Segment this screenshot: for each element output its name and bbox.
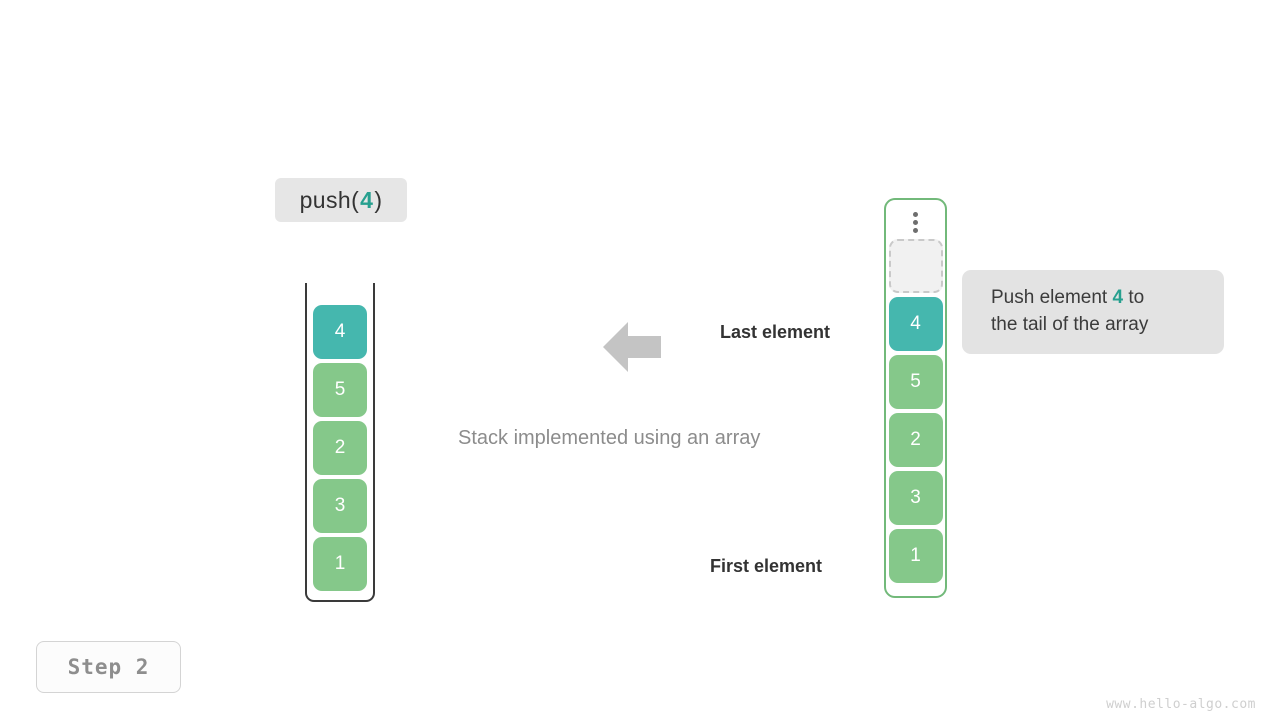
- stack-cells-left: 4 5 2 3 1: [305, 283, 375, 602]
- annotation-line-2: the tail of the array: [991, 314, 1149, 335]
- diagram-caption: Stack implemented using an array: [458, 427, 761, 449]
- array-cell: 5: [888, 355, 943, 409]
- last-element-label: Last element: [720, 322, 831, 342]
- operation-label: push(4): [275, 178, 407, 222]
- vertical-ellipsis-icon: [913, 212, 918, 233]
- array-container-right: 4 5 2 3 1: [884, 198, 947, 598]
- step-badge: Step 2: [36, 641, 181, 693]
- array-cell: 2: [888, 413, 943, 467]
- operation-suffix: ): [374, 186, 383, 213]
- operation-prefix: push(: [299, 186, 360, 213]
- stack-cell: 4: [313, 305, 367, 359]
- stack-container-left: 4 5 2 3 1: [305, 283, 375, 602]
- array-cell: 1: [888, 529, 943, 583]
- annotation-callout: Push element 4 to the tail of the array: [962, 270, 1224, 354]
- annotation-value: 4: [1112, 287, 1124, 308]
- left-arrow-icon: [603, 322, 661, 372]
- stack-cell: 1: [313, 537, 367, 591]
- stack-cell: 2: [313, 421, 367, 475]
- operation-value: 4: [360, 186, 374, 213]
- stack-cell: 5: [313, 363, 367, 417]
- array-cell-empty: [888, 239, 943, 293]
- stack-frame: [305, 283, 375, 602]
- stack-cell: 3: [313, 479, 367, 533]
- annotation-text-before: Push element: [991, 287, 1113, 308]
- array-cell: 3: [888, 471, 943, 525]
- annotation-text-after: to: [1123, 287, 1145, 308]
- watermark: www.hello-algo.com: [1106, 697, 1256, 712]
- array-cell: 4: [888, 297, 943, 351]
- first-element-label: First element: [710, 556, 823, 576]
